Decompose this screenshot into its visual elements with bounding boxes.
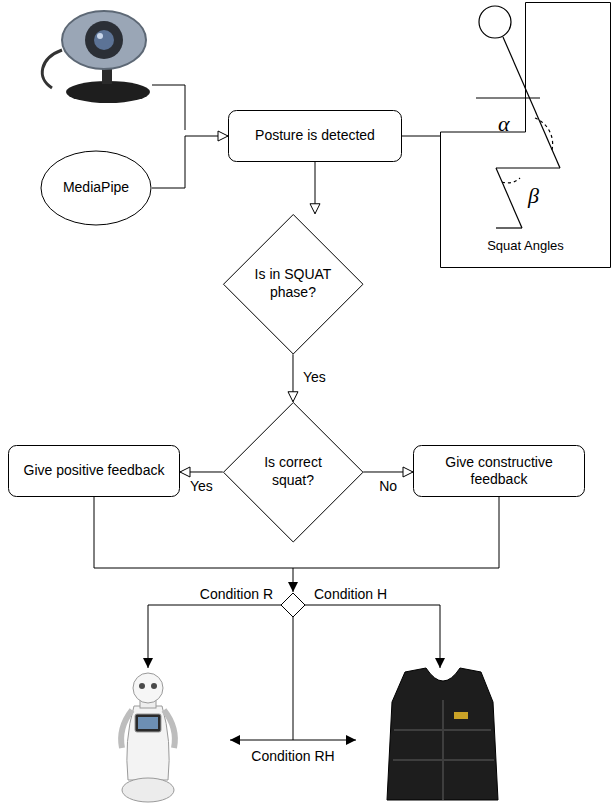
feedback-box: Give constructive feedback — [413, 445, 585, 497]
condition-r-arrow — [148, 605, 281, 668]
node-text: MediaPipe — [63, 179, 129, 197]
text-holder: Is correct squat? — [223, 402, 363, 542]
connector — [363, 471, 413, 472]
node-text: Give positive feedback — [24, 462, 165, 480]
edge-label: Yes — [301, 369, 328, 386]
merge-diamond — [281, 593, 305, 617]
vest-picture — [387, 668, 498, 800]
text-holder: Is in SQUAT phase? — [223, 214, 363, 354]
decision-diamond: Is correct squat? — [223, 402, 363, 542]
webcam-picture — [42, 11, 150, 103]
connector — [152, 136, 228, 188]
connector — [180, 471, 223, 472]
node-text: Posture is detected — [255, 127, 375, 145]
text-holder: α βSquat Angles — [440, 2, 611, 268]
node-text: Is in SQUAT phase? — [249, 266, 336, 301]
input-ellipse: MediaPipe — [40, 150, 152, 226]
text-holder: Give constructive feedback — [413, 445, 585, 497]
figure-label: Squat Angles — [440, 238, 611, 254]
condition-rh-arrow — [230, 740, 356, 741]
edge-label: No — [377, 478, 399, 495]
connector — [315, 162, 316, 214]
condition-label: Condition H — [312, 586, 389, 603]
merge-arrow — [293, 568, 294, 592]
process-box: Posture is detected — [228, 110, 402, 162]
squat-figure — [476, 6, 560, 228]
panel-outline — [440, 2, 611, 268]
figure-label: α — [498, 110, 510, 138]
edge-label: Yes — [188, 478, 215, 495]
decision-diamond: Is in SQUAT phase? — [223, 214, 363, 354]
text-holder: MediaPipe — [40, 150, 152, 226]
node-text: Give constructive feedback — [425, 454, 573, 489]
feedback-box: Give positive feedback — [8, 445, 180, 497]
node-text: Is correct squat? — [249, 454, 336, 489]
figure-label: β — [528, 182, 539, 210]
condition-rh-wire — [293, 617, 294, 740]
robot-picture — [121, 673, 175, 802]
connector — [402, 136, 440, 137]
webcam-wire — [152, 85, 185, 130]
text-holder: Give positive feedback — [8, 445, 180, 497]
text-holder: Posture is detected — [228, 110, 402, 162]
connector — [292, 354, 293, 402]
condition-h-arrow — [305, 605, 440, 668]
angle-panel: α βSquat Angles — [440, 2, 611, 268]
condition-label: Condition R — [198, 586, 275, 603]
condition-label: Condition RH — [249, 748, 336, 765]
